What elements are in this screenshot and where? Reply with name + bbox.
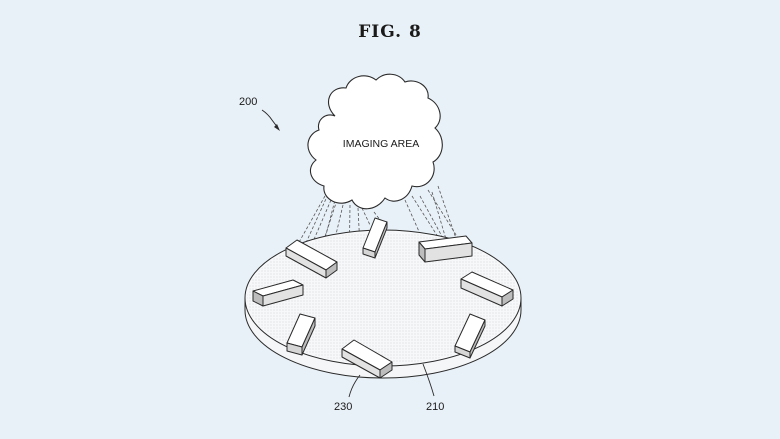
figure-title: FIG. 8 [358, 22, 422, 42]
ref-200-arrowhead [274, 124, 280, 131]
ref-210-label: 210 [426, 401, 444, 413]
ref-210-leader [422, 363, 435, 397]
camera-device-230 [341, 339, 393, 379]
camera-device [460, 271, 514, 307]
imaging-area-label: IMAGING AREA [343, 138, 419, 150]
ref-230-leader [348, 374, 361, 398]
ref-200-label: 200 [239, 96, 257, 108]
camera-device [286, 313, 316, 356]
camera-device [362, 217, 388, 259]
imaging-area-cloud [307, 73, 443, 210]
camera-devices [252, 217, 514, 379]
camera-device [285, 239, 338, 279]
ref-230-label: 230 [334, 401, 352, 413]
camera-device [418, 235, 473, 263]
ref-200-leader [261, 109, 279, 129]
camera-device [252, 279, 304, 307]
camera-device [454, 313, 486, 359]
